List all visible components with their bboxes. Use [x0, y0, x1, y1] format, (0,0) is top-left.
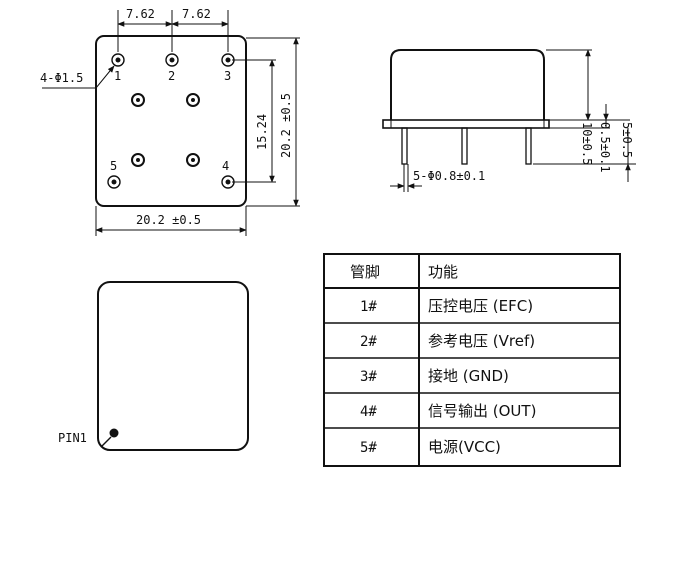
pin-hole [165, 53, 179, 67]
internal-component [186, 153, 200, 167]
bottom-view: PIN1 [58, 281, 249, 451]
internal-component [131, 153, 145, 167]
internal-component [186, 93, 200, 107]
table-cell-pin: 2# [360, 334, 377, 350]
pin1-label: PIN1 [58, 431, 87, 445]
pin-label-5: 5 [110, 159, 117, 173]
table-header-function: 功能 [428, 263, 458, 281]
total-height-dim: 10±0.5 [580, 122, 594, 165]
inner-height-dim: 15.24 [255, 114, 269, 150]
table-cell-function: 接地 (GND) [428, 367, 509, 385]
width-dim: 20.2 ±0.5 [136, 213, 201, 227]
lead-diameter-note: 5-Φ0.8±0.1 [413, 169, 485, 183]
hole-note: 4-Φ1.5 [40, 71, 83, 85]
top-view-body [95, 35, 247, 207]
pin-table: 管脚 功能 1# 压控电压 (EFC) 2# 参考电压 (Vref) 3# 接地… [323, 253, 621, 467]
pitch-left-dim: 7.62 [126, 7, 155, 21]
table-cell-pin: 4# [360, 404, 377, 420]
table-cell-pin: 1# [360, 299, 377, 315]
side-view: 10±0.5 0.5±0.1 5±0.5 5-Φ0.8±0.1 [382, 49, 636, 192]
standoff-dim: 0.5±0.1 [598, 122, 612, 173]
lead-length-dim: 5±0.5 [620, 122, 634, 158]
side-view-can [390, 49, 545, 120]
side-view-base [382, 119, 550, 129]
lead [461, 127, 468, 165]
table-header-pin: 管脚 [350, 263, 380, 281]
pin-label-4: 4 [222, 159, 229, 173]
bottom-view-body [97, 281, 249, 451]
table-cell-pin: 3# [360, 369, 377, 385]
top-view: 7.62 7.62 1 2 3 [40, 7, 300, 236]
table-cell-function: 压控电压 (EFC) [428, 297, 533, 315]
table-cell-pin: 5# [360, 440, 377, 456]
pin1-marker [109, 428, 119, 438]
lead [525, 127, 532, 165]
pin-hole [111, 53, 125, 67]
table-cell-function: 参考电压 (Vref) [428, 332, 535, 350]
lead [401, 127, 408, 165]
pitch-right-dim: 7.62 [182, 7, 211, 21]
table-cell-function: 信号输出 (OUT) [428, 402, 536, 420]
internal-component [131, 93, 145, 107]
pin-label-3: 3 [224, 69, 231, 83]
pin-hole [107, 175, 121, 189]
outer-height-dim: 20.2 ±0.5 [279, 93, 293, 158]
pin-label-2: 2 [168, 69, 175, 83]
pin-label-1: 1 [114, 69, 121, 83]
table-cell-function: 电源(VCC) [428, 438, 501, 456]
